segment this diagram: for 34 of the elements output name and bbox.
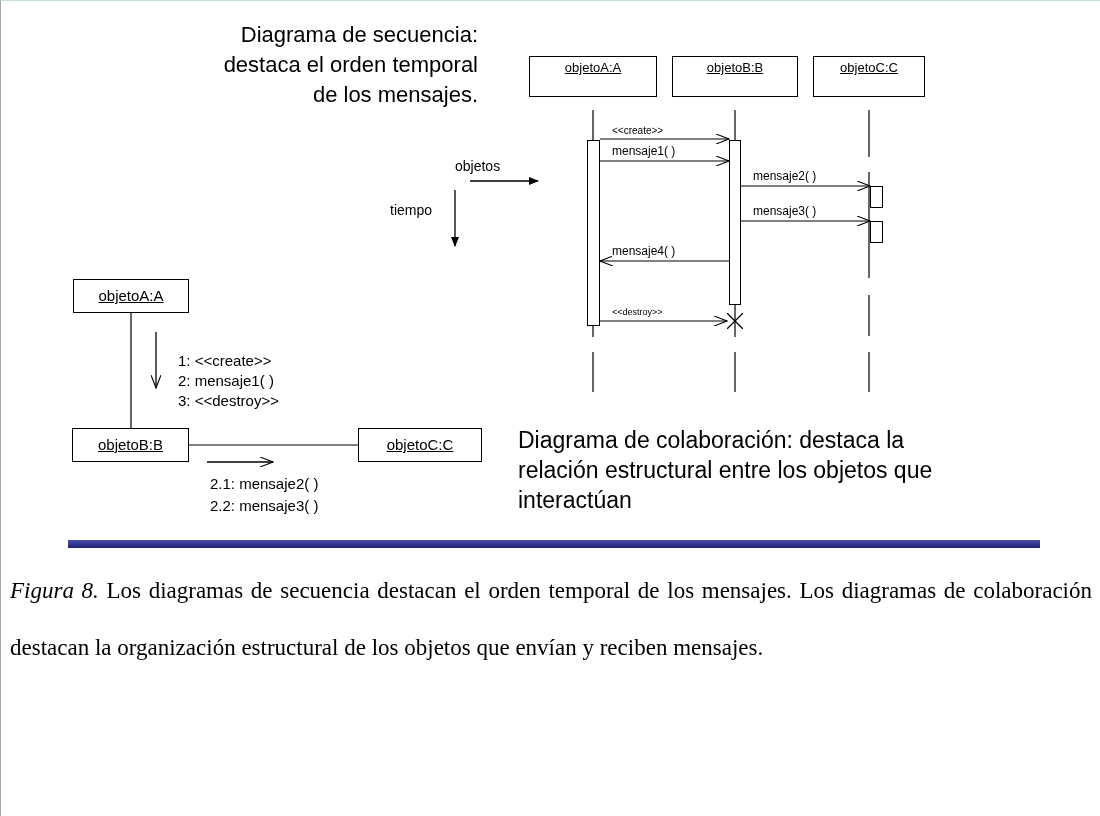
activation-bar <box>870 186 883 208</box>
message-arrow <box>599 315 728 327</box>
message-label: 2: mensaje1( ) <box>178 373 274 390</box>
link-line <box>188 444 359 446</box>
message-arrow <box>599 133 730 145</box>
link-line <box>130 312 132 429</box>
message-arrow <box>740 215 871 227</box>
edge-label: mensaje3( ) <box>753 204 817 218</box>
object-box: objetoA:A <box>73 279 189 313</box>
edge-label: mensaje2( ) <box>753 169 817 183</box>
message-label: 2.1: mensaje2( ) <box>210 476 319 493</box>
message-label: 2.2: mensaje3( ) <box>210 498 319 515</box>
object-box: objetoC:C <box>813 56 925 97</box>
activation-bar <box>870 221 883 243</box>
message-arrow <box>599 255 730 267</box>
edge-label: mensaje4( ) <box>612 244 676 258</box>
heading-text: Diagrama de colaboración: destaca la relación estructural entre los objetos que interactúan <box>518 426 934 515</box>
edge-label: <<create>> <box>612 125 664 136</box>
object-box: objetoB:B <box>72 428 189 462</box>
edge-label: mensaje1( ) <box>612 144 676 158</box>
destroy-mark <box>727 313 743 329</box>
activation-bar <box>729 140 741 305</box>
activation-bar <box>587 140 600 326</box>
caption-text: Figura 8. Los diagramas de secuencia destacan el orden temporal de los mensajes. Los diagramas de colaboración destacan la organización estructural de los objetos que envían y reciben mensajes. <box>10 577 1092 662</box>
message-arrow <box>740 180 871 192</box>
object-box: objetoB:B <box>672 56 798 97</box>
edge-label: <<destroy>> <box>612 308 663 318</box>
message-label: 3: <<destroy>> <box>178 393 279 410</box>
object-box: objetoC:C <box>358 428 482 462</box>
message-label: tiempo <box>390 203 433 219</box>
heading-text: Diagrama de secuencia: destaca el orden temporal de los mensajes. <box>222 21 478 109</box>
object-box: objetoA:A <box>529 56 657 97</box>
message-arrow <box>599 155 730 167</box>
message-label: objetos <box>455 159 501 175</box>
